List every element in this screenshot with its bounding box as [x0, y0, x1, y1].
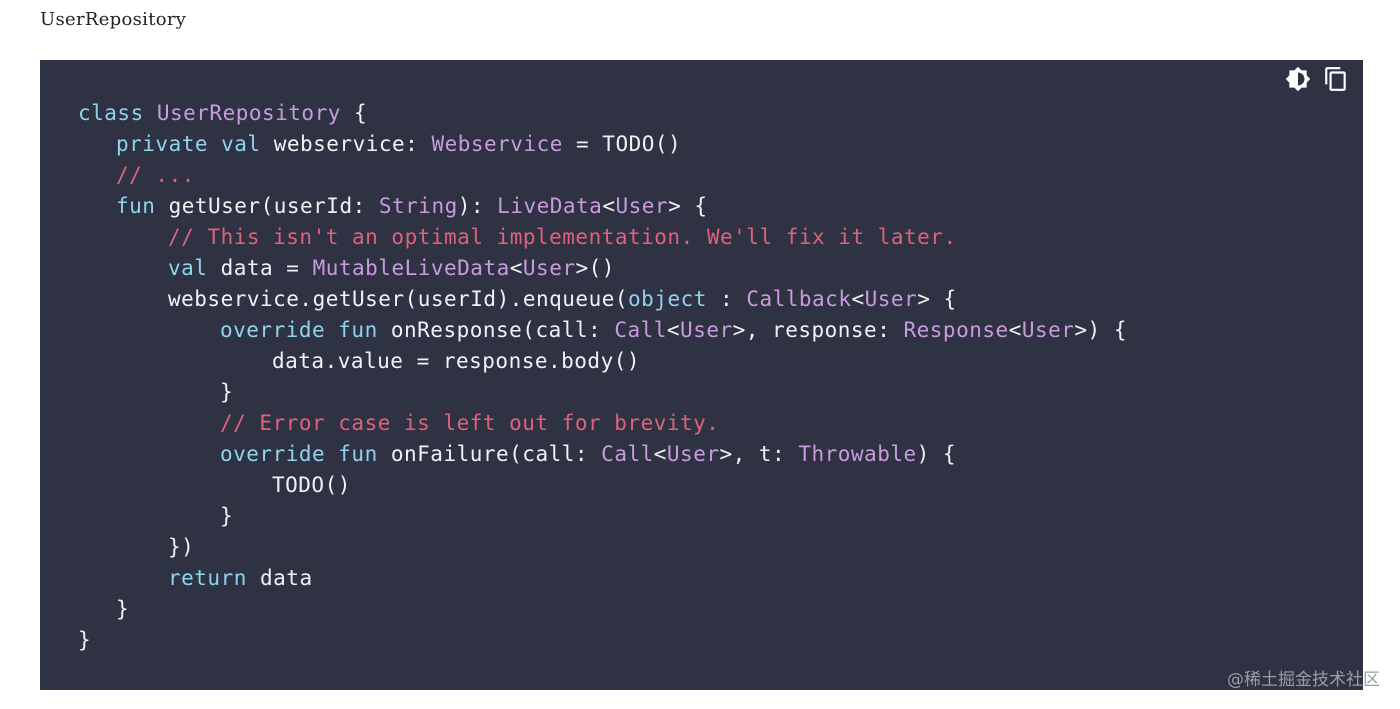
code-line: val data = MutableLiveData<User>(): [168, 256, 615, 280]
code-block: class UserRepository { private val webser…: [40, 60, 1363, 690]
code-line: TODO(): [272, 473, 351, 497]
code-line: return data: [168, 566, 313, 590]
copy-icon: [1325, 67, 1346, 91]
code-line: private val webservice: Webservice = TOD…: [116, 132, 682, 156]
theme-toggle-button[interactable]: [1285, 66, 1311, 92]
code-comment: // ...: [116, 163, 195, 187]
code-line: data.value = response.body(): [272, 349, 641, 373]
page-title: UserRepository: [40, 9, 187, 30]
code-line: }): [168, 535, 195, 559]
watermark: @稀土掘金技术社区: [1227, 670, 1380, 690]
code-line: }: [220, 504, 234, 528]
code-line: }: [220, 380, 234, 404]
code-toolbar: [1285, 66, 1349, 92]
code-line: }: [78, 628, 92, 652]
code-line: webservice.getUser(userId).enqueue(objec…: [168, 287, 957, 311]
code-content: class UserRepository { private val webser…: [78, 98, 1127, 656]
code-comment: // Error case is left out for brevity.: [220, 411, 720, 435]
code-line: }: [116, 597, 130, 621]
code-line: override fun onResponse(call: Call<User>…: [220, 318, 1127, 342]
code-line: fun getUser(userId: String): LiveData<Us…: [116, 194, 708, 218]
code-line: class UserRepository {: [78, 101, 368, 125]
copy-button[interactable]: [1323, 66, 1349, 92]
brightness-icon: [1285, 66, 1311, 92]
code-line: override fun onFailure(call: Call<User>,…: [220, 442, 957, 466]
code-comment: // This isn't an optimal implementation.…: [168, 225, 957, 249]
